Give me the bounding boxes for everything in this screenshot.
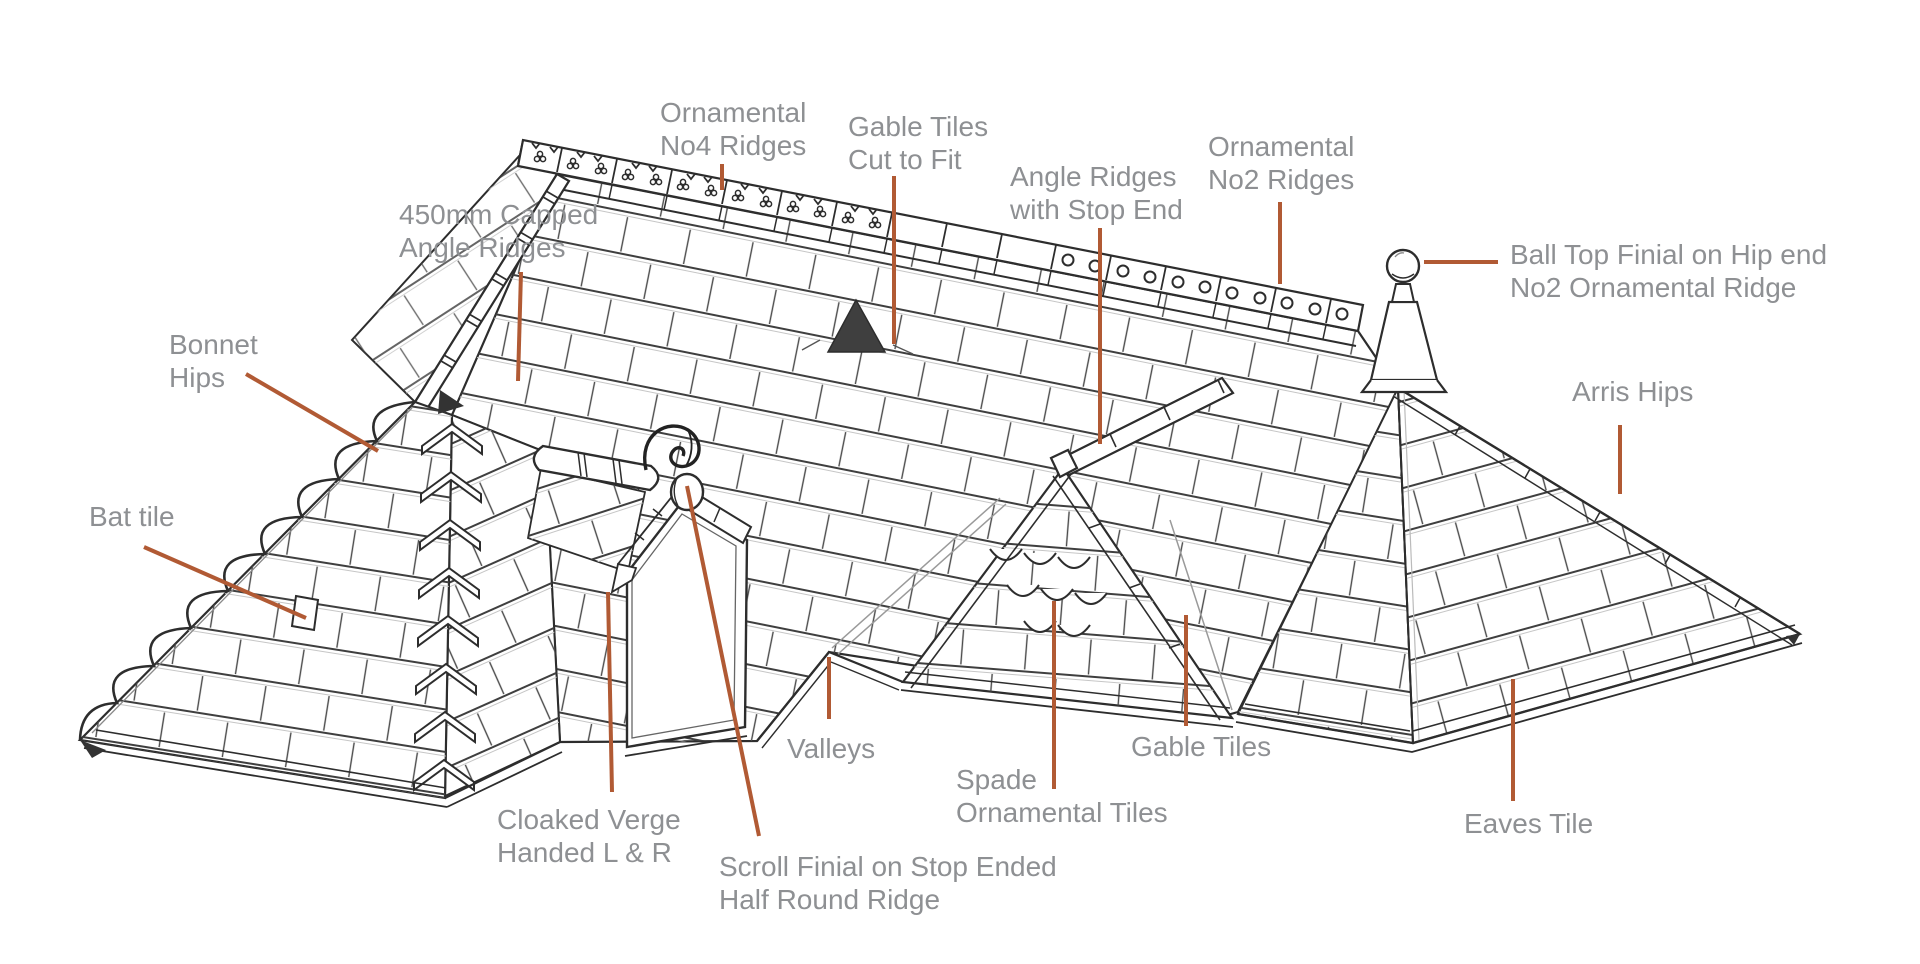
leader-450mm-capped-angle-ridges: [516, 271, 523, 382]
angle-ridge-with-stop-end: [1049, 376, 1235, 479]
chevron-hip-tiles: [413, 422, 483, 792]
leader-scroll-finial: [685, 485, 761, 837]
right-pyramid-roof: [1235, 386, 1803, 753]
leader-bonnet-hips: [244, 372, 380, 453]
no4-trefoil-piercings: [533, 150, 882, 229]
gable-edge-tiles: [1052, 475, 1221, 721]
ball-top-finial: [1359, 248, 1449, 394]
scroll-finial: [642, 424, 705, 512]
front-arris: [1397, 387, 1414, 744]
dormer: [526, 424, 753, 757]
leader-cloaked-verge: [606, 591, 614, 793]
cut-to-fit-notch: [826, 298, 887, 353]
bat-tile: [290, 594, 320, 632]
eaves-tile-course: [1244, 624, 1796, 732]
cloaked-verge-tiles: [610, 493, 675, 594]
bonnet-hip-tiles: [78, 400, 416, 741]
ridge-crest: [516, 138, 1365, 347]
half-round-ridge: [532, 444, 660, 492]
no4-crest-notches: [531, 142, 878, 216]
arris-hip-edge: [1397, 386, 1801, 636]
valley-eaves: [756, 650, 904, 749]
leader-bat-tile: [143, 545, 307, 620]
centre-gable: [900, 376, 1235, 728]
